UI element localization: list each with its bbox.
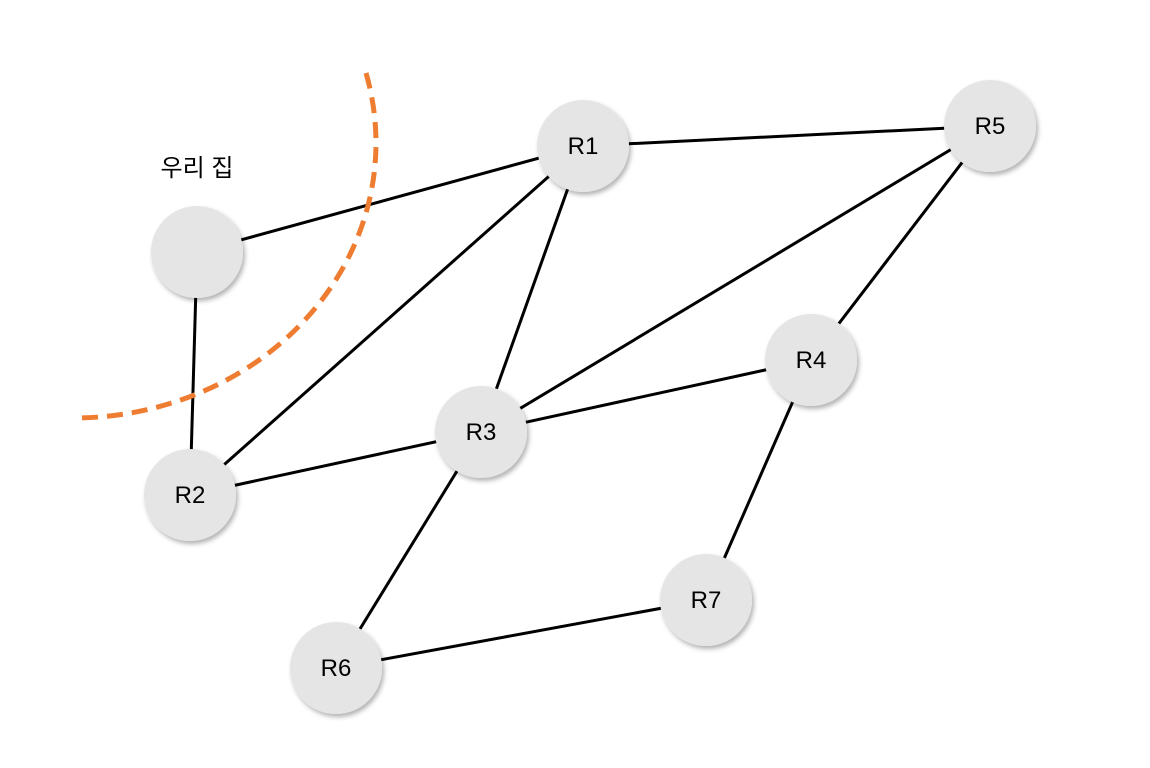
- node-label: R2: [175, 482, 206, 509]
- node-label: R7: [691, 587, 722, 614]
- node-circle: [765, 314, 857, 406]
- node-circle: [151, 206, 243, 298]
- edge-R5-R3: [480, 124, 991, 434]
- node-circle: [435, 386, 527, 478]
- node-label: R5: [975, 113, 1006, 140]
- edge-R5-R4: [809, 125, 992, 361]
- node-r2: R2: [144, 449, 236, 541]
- edge-home-R1: [196, 144, 584, 254]
- node-r1: R1: [537, 100, 629, 192]
- edge-R3-R4: [480, 358, 812, 434]
- node-circle: [660, 554, 752, 646]
- node-label: R6: [321, 655, 352, 682]
- node-circle: [537, 100, 629, 192]
- home-network-boundary: [74, 72, 379, 421]
- edge-R1-R2: [189, 144, 584, 497]
- node-circle: [290, 622, 382, 714]
- node-r6: R6: [290, 622, 382, 714]
- node-r3: R3: [435, 386, 527, 478]
- edge-R2-R3: [189, 430, 482, 497]
- home-label: 우리 집: [161, 155, 234, 182]
- node-r7: R7: [660, 554, 752, 646]
- edge-R3-R6: [334, 431, 483, 669]
- edge-R6-R7: [335, 598, 707, 670]
- node-label: R4: [796, 347, 827, 374]
- node-r4: R4: [765, 314, 857, 406]
- edge-R1-R3: [479, 145, 585, 433]
- node-label: R3: [466, 419, 497, 446]
- node-label: R1: [568, 133, 599, 160]
- node-r5: R5: [944, 80, 1036, 172]
- edge-R1-R5: [582, 124, 991, 148]
- edges: [188, 124, 992, 670]
- node-home: [151, 206, 243, 298]
- node-circle: [944, 80, 1036, 172]
- node-circle: [144, 449, 236, 541]
